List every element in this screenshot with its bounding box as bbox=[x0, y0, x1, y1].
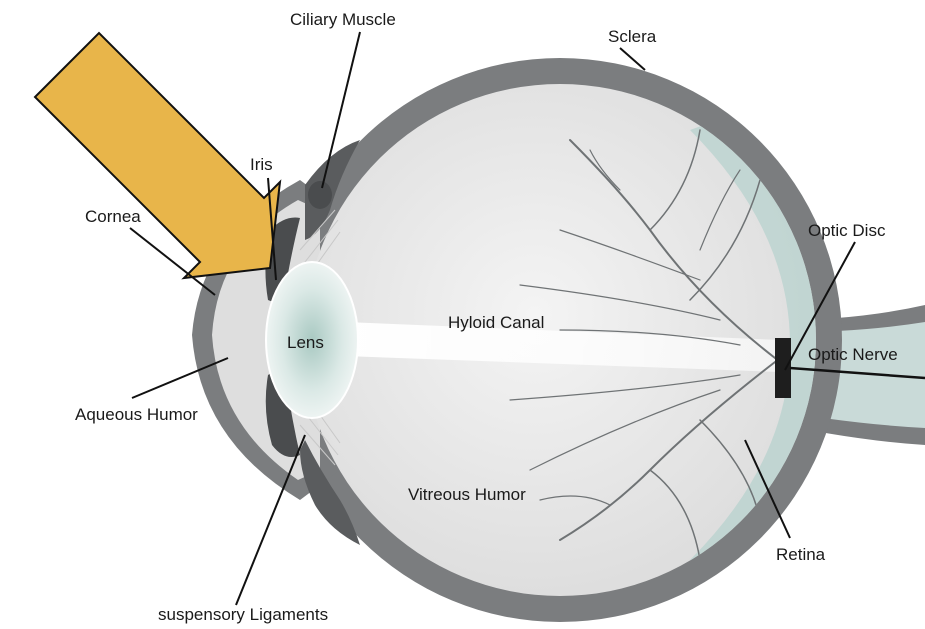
label-iris: Iris bbox=[250, 155, 273, 174]
label-hyloid-canal: Hyloid Canal bbox=[448, 313, 544, 332]
label-cornea: Cornea bbox=[85, 207, 141, 226]
label-optic-disc: Optic Disc bbox=[808, 221, 886, 240]
label-aqueous-humor: Aqueous Humor bbox=[75, 405, 198, 424]
label-retina: Retina bbox=[776, 545, 826, 564]
ciliary-muscle bbox=[308, 181, 332, 209]
label-vitreous-humor: Vitreous Humor bbox=[408, 485, 526, 504]
label-optic-nerve: Optic Nerve bbox=[808, 345, 898, 364]
optic-disc bbox=[775, 338, 791, 398]
label-lens: Lens bbox=[287, 333, 324, 352]
label-ciliary-muscle: Ciliary Muscle bbox=[290, 10, 396, 29]
pointer-arrow bbox=[35, 33, 280, 278]
label-suspensory-ligaments: suspensory Ligaments bbox=[158, 605, 328, 624]
label-sclera: Sclera bbox=[608, 27, 657, 46]
